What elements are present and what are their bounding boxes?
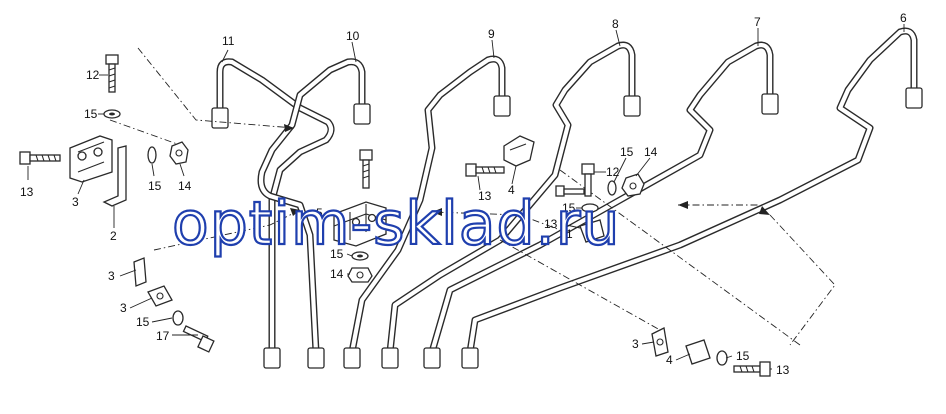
callout-15-lower: 15	[136, 315, 150, 329]
washer-15-right-lower	[716, 350, 728, 366]
callout-4-center: 4	[508, 183, 515, 197]
bracket-2	[102, 145, 127, 207]
callout-7: 7	[754, 15, 761, 29]
callout-4-right: 4	[666, 353, 673, 367]
callout-13-right-lower: 13	[776, 363, 790, 377]
nut-14-left	[169, 141, 189, 165]
pipe-nuts-top	[211, 87, 923, 129]
clamp-1	[579, 219, 605, 243]
callout-12-right: 12	[606, 165, 620, 179]
watermark-text: optim-sklad.ru	[172, 189, 620, 259]
callout-3-lower-a: 3	[108, 269, 115, 283]
callout-1: 1	[566, 227, 573, 241]
bolt-center	[359, 149, 373, 189]
clamp-3-lower-b	[147, 285, 173, 307]
callout-9: 9	[488, 27, 495, 41]
callout-3-right: 3	[632, 337, 639, 351]
washer-15-right-a	[607, 180, 617, 196]
pipe-9	[348, 55, 506, 356]
nut-14-right	[621, 173, 645, 197]
clamp-3-lower-a	[133, 257, 147, 287]
assembly-lines	[109, 47, 836, 346]
clamp-4-center	[503, 135, 535, 167]
bolt-13-right-upper	[555, 185, 585, 197]
callout-8: 8	[612, 17, 619, 31]
callout-15-top: 15	[84, 107, 98, 121]
bolt-12-right	[581, 163, 595, 197]
callout-13-left: 13	[20, 185, 34, 199]
callout-15-right-b: 15	[562, 201, 576, 215]
callout-3-lower-b: 3	[120, 301, 127, 315]
callout-2: 2	[110, 229, 117, 243]
bolt-13-right-lower	[733, 361, 771, 377]
pipe-11	[216, 58, 335, 356]
pipe-6	[466, 27, 918, 356]
pipe-7	[428, 41, 774, 356]
washer-15-top	[103, 109, 121, 119]
clamp-3-right	[651, 327, 669, 357]
callout-labels: 12 15 13 3 2 15 14 11 10 9 8 7 6 5 15 14…	[20, 11, 907, 377]
washer-15-mid	[147, 146, 157, 164]
callout-14-center: 14	[330, 267, 344, 281]
callout-15-right: 15	[620, 145, 634, 159]
callout-3-left: 3	[72, 195, 79, 209]
callout-17: 17	[156, 329, 170, 343]
callout-11: 11	[222, 34, 235, 48]
clamp-5	[333, 201, 387, 247]
bolt-13-center	[465, 163, 505, 177]
callout-15-right-lower: 15	[736, 349, 750, 363]
callout-15-mid: 15	[148, 179, 162, 193]
callout-13-right-upper: 13	[544, 217, 558, 231]
bolt-12-left	[105, 54, 119, 93]
nut-14-center	[347, 267, 373, 283]
pipe-nuts-bottom	[263, 347, 479, 369]
leader-lines	[27, 24, 905, 370]
callout-12-left: 12	[86, 68, 100, 82]
callout-13-center: 13	[478, 189, 492, 203]
callout-14-left: 14	[178, 179, 192, 193]
bolt-17	[182, 325, 215, 353]
clamp-4-right	[685, 339, 711, 365]
washer-15-lower	[172, 310, 184, 326]
callout-14-right: 14	[644, 145, 658, 159]
callout-10: 10	[346, 29, 360, 43]
bolt-13-left	[19, 151, 61, 165]
clamp-3-left	[69, 135, 113, 183]
pipe-8	[386, 41, 636, 356]
callout-5: 5	[316, 206, 323, 220]
callout-6: 6	[900, 11, 907, 25]
callout-15-center: 15	[330, 247, 344, 261]
pipe-10	[257, 58, 366, 356]
